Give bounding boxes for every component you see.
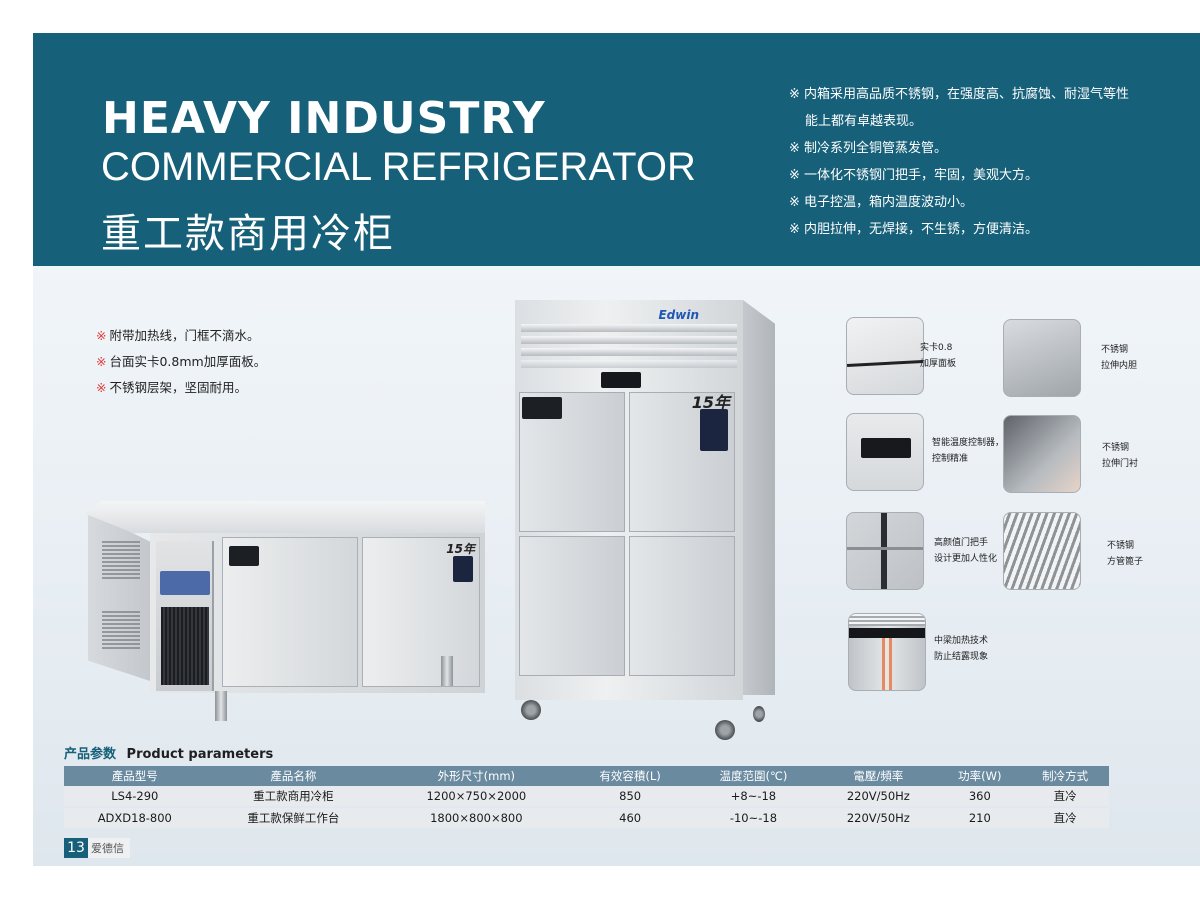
detail-caption: 不锈钢拉伸门衬 [1102, 443, 1139, 469]
detail-image-stainless-liner [1003, 319, 1081, 397]
warranty-badge: 15年 [446, 542, 475, 556]
vent-icon [102, 611, 140, 651]
compressor-unit [156, 541, 214, 691]
feature-item: ※ 制冷系列全铜管蒸发管。 [789, 141, 948, 156]
caster-wheel [753, 706, 765, 722]
page-footer: 13 爱德信 [64, 838, 130, 858]
louver [521, 324, 737, 332]
workbench-door-right: 15年 [362, 537, 480, 687]
workbench-refrigerator-image: 15年 [85, 501, 485, 731]
reference-mark-icon: ※ [96, 380, 107, 395]
table-row: ADXD18-800 重工款保鲜工作台 1800×800×800 460 -10… [64, 808, 1109, 828]
workbench-side [88, 511, 150, 681]
fridge-body: Edwin 15年 [515, 300, 743, 700]
leg [441, 656, 453, 686]
brand-logo: Edwin [658, 308, 699, 322]
detail-caption: 智能温度控制器，控制精准 [932, 438, 1005, 464]
detail-caption: 不锈钢方管篦子 [1107, 541, 1144, 567]
header-banner: HEAVY INDUSTRY COMMERCIAL REFRIGERATOR 重… [33, 33, 1200, 266]
louver [521, 348, 737, 356]
detail-image-beam-heating [848, 613, 926, 691]
louver [521, 336, 737, 344]
caster-wheel [715, 720, 735, 740]
table-header-row: 產品型号 產品名称 外形尺寸(mm) 有效容積(L) 温度范圍(℃) 電壓/頻率… [64, 766, 1109, 786]
reference-mark-icon: ※ [789, 168, 800, 183]
grille-icon [161, 607, 209, 685]
feature-item: ※附带加热线，门框不滴水。 [96, 328, 260, 343]
title-chinese: 重工款商用冷柜 [101, 211, 395, 257]
spec-label-icon [700, 409, 728, 451]
feature-item: ※ 内胆拉伸，无焊接，不生锈，方便清洁。 [789, 222, 1039, 237]
control-panel-icon [522, 397, 562, 419]
fridge-door-bottom-left [519, 536, 625, 676]
reference-mark-icon: ※ [789, 195, 800, 210]
workbench-front: 15年 [150, 533, 485, 693]
workbench-countertop [85, 501, 485, 533]
detail-caption: 高颜值门把手设计更加人性化 [934, 538, 998, 564]
spec-label-icon [453, 556, 473, 582]
feature-item: ※ 一体化不锈钢门把手，牢固，美观大方。 [789, 168, 1039, 183]
fridge-side [743, 300, 775, 695]
fridge-door-bottom-right [629, 536, 735, 676]
table-row: LS4-290 重工款商用冷柜 1200×750×2000 850 +8~-18… [64, 786, 1109, 806]
header-feature-list: ※ 内箱采用高品质不锈钢，在强度高、抗腐蚀、耐湿气等性 能上都有卓越表现。 ※ … [789, 81, 1169, 243]
detail-image-wire-shelf [1003, 512, 1081, 590]
control-panel-icon [229, 546, 259, 566]
detail-caption: 不锈钢拉伸内胆 [1101, 345, 1138, 371]
louver [521, 360, 737, 368]
reference-mark-icon: ※ [96, 328, 107, 343]
caster-wheel [521, 700, 541, 720]
feature-item: ※不锈钢层架，坚固耐用。 [96, 380, 247, 395]
detail-image-temperature-controller [846, 413, 924, 491]
product-parameters-table: 產品型号 產品名称 外形尺寸(mm) 有效容積(L) 温度范圍(℃) 電壓/頻率… [64, 766, 1109, 828]
warranty-badge: 15年 [691, 393, 730, 412]
workbench-door-left [222, 537, 358, 687]
brand-name: 爱德信 [88, 838, 130, 858]
feature-item: ※ 电子控温，箱内温度波动小。 [789, 195, 974, 210]
vent-icon [102, 541, 140, 581]
reference-mark-icon: ※ [96, 354, 107, 369]
display-panel [160, 571, 210, 595]
feature-item: ※ 内箱采用高品质不锈钢，在强度高、抗腐蚀、耐湿气等性 [789, 87, 1130, 102]
temperature-display [601, 372, 641, 388]
fridge-door-top-left [519, 392, 625, 532]
title-commercial-refrigerator: COMMERCIAL REFRIGERATOR [101, 145, 696, 189]
reference-mark-icon: ※ [789, 87, 800, 102]
fridge-door-top-right: 15年 [629, 392, 735, 532]
detail-caption: 中梁加热技术防止结露现象 [934, 636, 989, 662]
feature-item-continued: 能上都有卓越表现。 [805, 114, 923, 129]
reference-mark-icon: ※ [789, 141, 800, 156]
reference-mark-icon: ※ [789, 222, 800, 237]
detail-image-door-gasket [1003, 415, 1081, 493]
params-heading: 产品参数 Product parameters [64, 747, 274, 762]
detail-image-door-handle [846, 512, 924, 590]
workbench-feature-list: ※附带加热线，门框不滴水。 ※台面实卡0.8mm加厚面板。 ※不锈钢层架，坚固耐… [96, 323, 266, 401]
detail-image-thick-panel [846, 317, 924, 395]
upright-refrigerator-image: Edwin 15年 [515, 300, 775, 745]
leg [215, 691, 227, 721]
title-heavy-industry: HEAVY INDUSTRY [102, 93, 546, 144]
brochure-page: HEAVY INDUSTRY COMMERCIAL REFRIGERATOR 重… [33, 33, 1200, 866]
feature-item: ※台面实卡0.8mm加厚面板。 [96, 354, 267, 369]
page-number: 13 [64, 838, 88, 858]
